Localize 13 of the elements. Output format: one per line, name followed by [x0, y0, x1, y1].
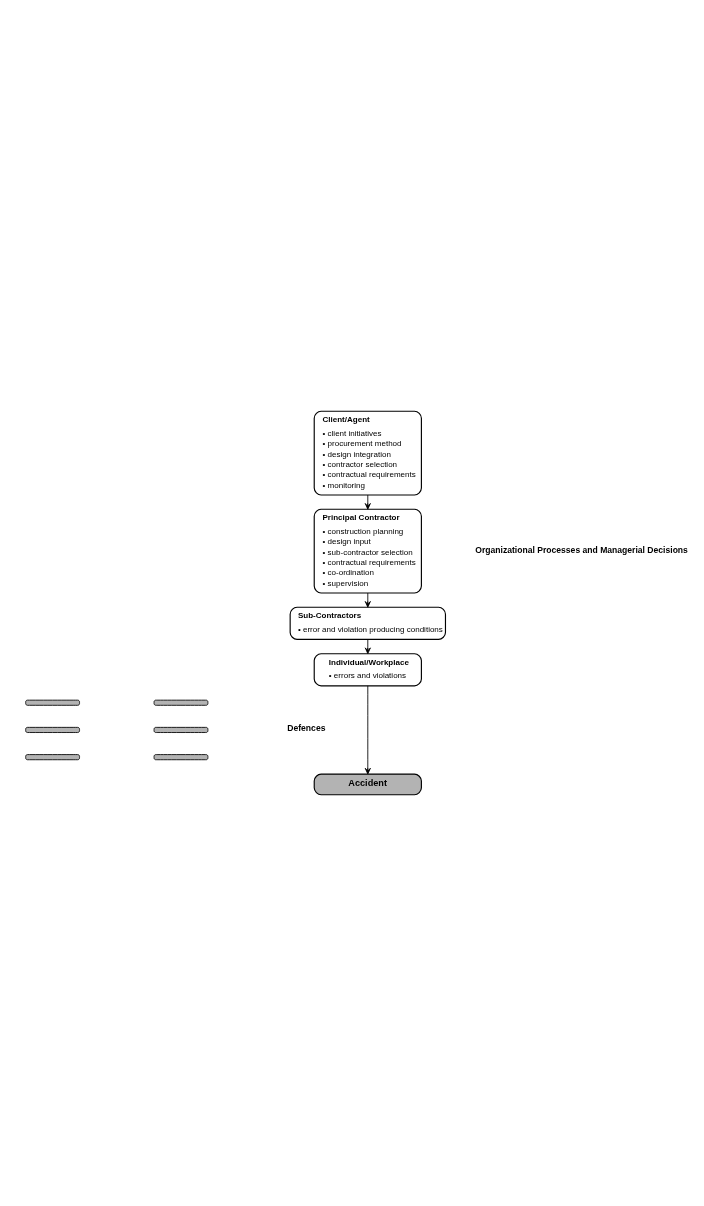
- node-bar: [153, 699, 209, 706]
- arrow: [364, 685, 371, 775]
- node-bar: [153, 726, 209, 733]
- label: Organizational Processes and Managerial Decisions: [475, 544, 688, 555]
- arrow: [364, 494, 371, 510]
- arrow: [364, 592, 371, 608]
- node-bar: [25, 699, 80, 706]
- node-box: Accident: [313, 773, 422, 796]
- node-bar: [25, 754, 80, 761]
- arrow: [364, 639, 371, 654]
- node-bar: [153, 754, 209, 761]
- node-bar: [25, 726, 80, 733]
- label: Defences: [287, 723, 326, 734]
